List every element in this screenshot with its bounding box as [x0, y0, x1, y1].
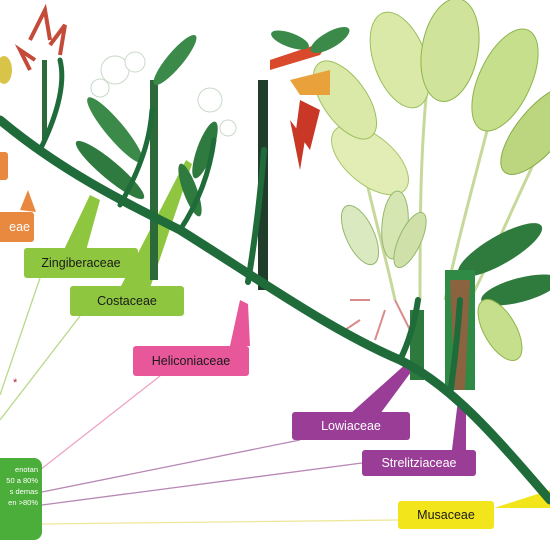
label-lowiaceae: Lowiaceae: [292, 412, 410, 440]
label-musaceae: Musaceae: [398, 501, 494, 529]
ginger-plants: [0, 3, 237, 280]
legend-line-1: enotan: [15, 465, 38, 474]
support-star-marker: *: [13, 377, 18, 389]
label-strelitziaceae: Strelitziaceae: [362, 450, 476, 476]
tree-branches: [0, 57, 550, 505]
support-legend: enotan 50 a 80% s demas en >80%: [0, 458, 42, 540]
connector-lines: [0, 160, 550, 525]
label-costaceae: Costaceae: [70, 286, 184, 316]
legend-line-4: en >80%: [8, 498, 38, 507]
legend-line-2: 50 a 80%: [6, 476, 38, 485]
label-zingiberaceae: Zingiberaceae: [24, 248, 138, 278]
label-orange-top: [0, 152, 8, 180]
legend-line-3: s demas: [9, 487, 38, 496]
label-orange-family: eae: [0, 212, 34, 242]
label-heliconiaceae: Heliconiaceae: [133, 346, 249, 376]
